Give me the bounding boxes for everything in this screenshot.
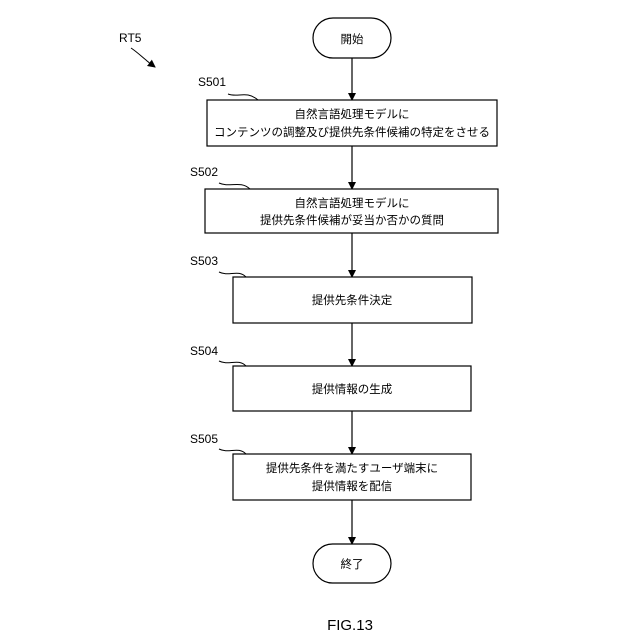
step-text-s505-line2: 提供情報を配信 [312,479,393,493]
step-s501: S501 自然言語処理モデルに コンテンツの調整及び提供先条件候補の特定をさせる [198,75,497,146]
step-id-s502: S502 [190,165,218,179]
step-leader-s503 [219,272,246,277]
step-s503: S503 提供先条件決定 [190,254,472,323]
step-text-s502-line2: 提供先条件候補が妥当か否かの質問 [260,213,444,227]
figure-caption: FIG.13 [327,617,373,634]
step-text-s503-line1: 提供先条件決定 [312,293,393,307]
start-terminal: 開始 [313,18,391,58]
routine-label: RT5 [119,31,142,45]
step-leader-s505 [219,449,246,454]
step-id-s504: S504 [190,344,218,358]
step-leader-s502 [219,183,250,189]
step-leader-s501 [228,94,258,100]
step-text-s505-line1: 提供先条件を満たすユーザ端末に [266,461,438,475]
start-text: 開始 [341,32,364,46]
step-text-s504-line1: 提供情報の生成 [312,382,393,396]
end-terminal: 終了 [313,544,391,583]
step-text-s501-line1: 自然言語処理モデルに [295,107,410,121]
step-id-s505: S505 [190,432,218,446]
step-id-s503: S503 [190,254,218,268]
step-id-s501: S501 [198,75,226,89]
step-leader-s504 [219,361,246,366]
step-s502: S502 自然言語処理モデルに 提供先条件候補が妥当か否かの質問 [190,165,498,233]
step-text-s502-line1: 自然言語処理モデルに [295,196,410,210]
step-s504: S504 提供情報の生成 [190,344,471,411]
routine-label-leader [131,48,155,67]
end-text: 終了 [341,557,364,571]
step-text-s501-line2: コンテンツの調整及び提供先条件候補の特定をさせる [214,125,490,139]
step-s505: S505 提供先条件を満たすユーザ端末に 提供情報を配信 [190,432,471,500]
